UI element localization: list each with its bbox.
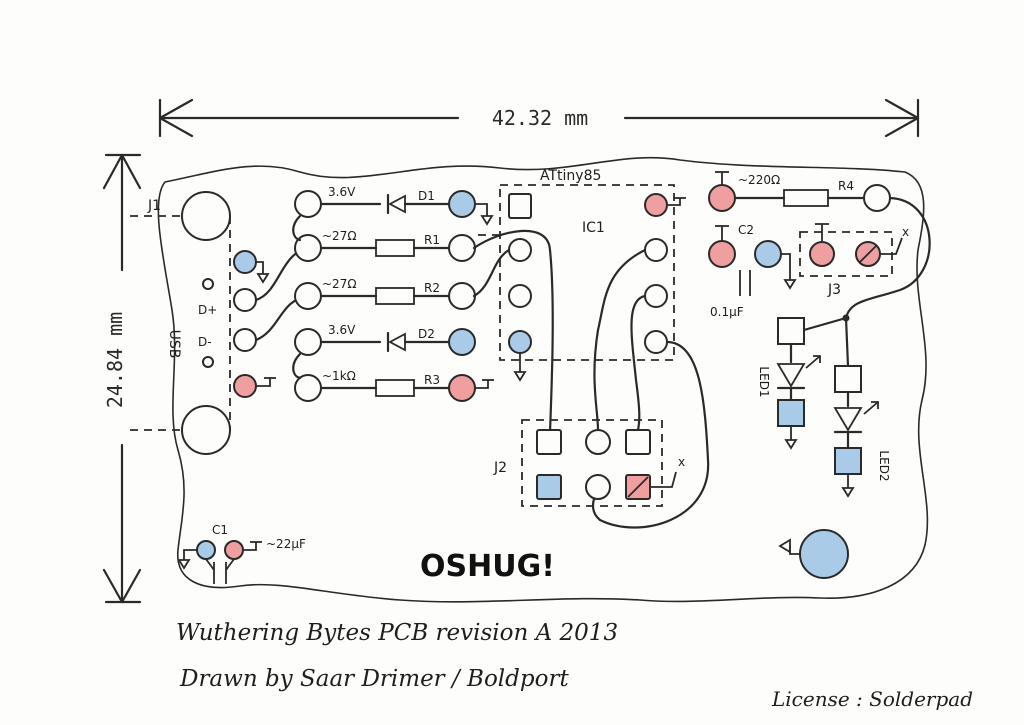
resistor-r4: ~220Ω R4 bbox=[708, 171, 891, 212]
c1-label: C1 bbox=[212, 523, 228, 537]
led2-label: LED2 bbox=[877, 450, 891, 481]
c1-value: ~22μF bbox=[266, 537, 306, 551]
j3-nc-mark: x bbox=[902, 225, 909, 239]
d2-label: D2 bbox=[418, 327, 435, 341]
height-label: 24.84 mm bbox=[103, 312, 127, 408]
header-j2: J2 x bbox=[493, 419, 685, 507]
led1-label: LED1 bbox=[757, 366, 771, 397]
d2-voltage: 3.6V bbox=[328, 323, 356, 337]
j2-label: J2 bbox=[493, 460, 507, 476]
resistor-r3: ~1kΩ R3 bbox=[294, 369, 494, 402]
height-dimension: 24.84 mm bbox=[102, 153, 142, 604]
j2-nc-mark: x bbox=[678, 455, 685, 469]
mcu-label: ATtiny85 bbox=[540, 168, 601, 184]
oshug-logo: OSHUG! bbox=[420, 549, 555, 584]
board-outline bbox=[157, 156, 929, 603]
diode-d2: 3.6V D2 bbox=[294, 323, 476, 356]
d1-label: D1 bbox=[418, 189, 435, 203]
dplus-label: D+ bbox=[198, 303, 217, 317]
capacitor-c2: C2 0.1μF bbox=[708, 223, 797, 319]
c2-value: 0.1μF bbox=[710, 305, 744, 319]
ground-pad bbox=[778, 529, 849, 579]
capacitor-c1: C1 ~22μF bbox=[177, 523, 306, 584]
header-j3: x J3 bbox=[799, 223, 909, 298]
resistor-r1: ~27Ω R1 bbox=[294, 229, 476, 262]
license-note: License : Solderpad bbox=[771, 687, 973, 711]
r1-value: ~27Ω bbox=[322, 229, 357, 243]
r3-value: ~1kΩ bbox=[322, 369, 356, 383]
dminus-label: D- bbox=[198, 335, 212, 349]
note-line2: Drawn by Saar Drimer / Boldport bbox=[179, 666, 569, 692]
r4-label: R4 bbox=[838, 179, 854, 193]
r2-label: R2 bbox=[424, 281, 440, 295]
led-led1: LED1 bbox=[757, 314, 850, 450]
led-led2: LED2 bbox=[833, 316, 891, 498]
width-dimension: 42.32 mm bbox=[158, 98, 920, 138]
usb-label: USB bbox=[166, 330, 182, 359]
ic1-label: IC1 bbox=[582, 220, 605, 236]
note-line1: Wuthering Bytes PCB revision A 2013 bbox=[176, 620, 618, 646]
diode-d1: 3.6V D1 bbox=[294, 185, 494, 226]
r3-label: R3 bbox=[424, 373, 440, 387]
r1-label: R1 bbox=[424, 233, 440, 247]
c2-label: C2 bbox=[738, 223, 754, 237]
usb-connector-j1: J1 D+ D- USB bbox=[147, 191, 276, 455]
j1-label: J1 bbox=[147, 198, 161, 214]
d1-voltage: 3.6V bbox=[328, 185, 356, 199]
r2-value: ~27Ω bbox=[322, 277, 357, 291]
r4-value: ~220Ω bbox=[738, 173, 780, 187]
j3-label: J3 bbox=[827, 282, 841, 298]
width-label: 42.32 mm bbox=[492, 106, 588, 130]
resistor-r2: ~27Ω R2 bbox=[294, 277, 476, 310]
ic1-attiny85: ATtiny85 IC1 bbox=[478, 168, 686, 382]
